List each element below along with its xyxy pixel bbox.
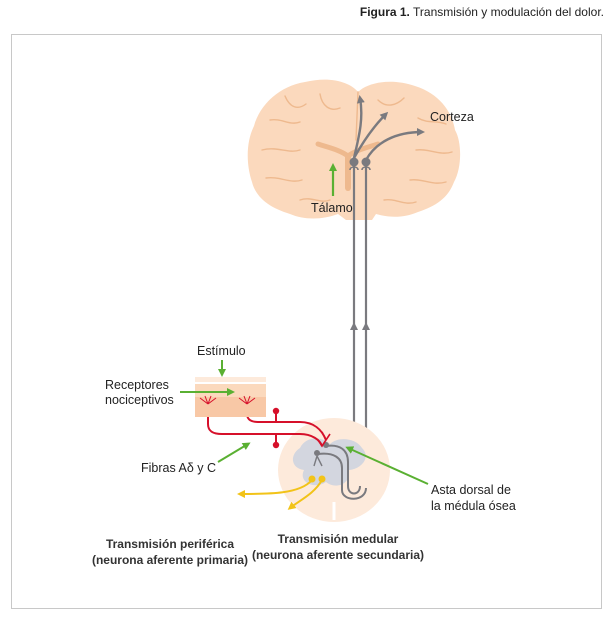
figure-title: Transmisión y modulación del dolor. — [409, 5, 604, 19]
yellow-arrow-left — [237, 479, 313, 498]
skin-receptors — [195, 377, 266, 417]
label-corteza: Corteza — [430, 110, 474, 124]
figure-frame — [11, 34, 602, 609]
cortex-projection-arrow — [352, 95, 365, 159]
label-transmision-periferica: Transmisión periférica — [106, 537, 234, 551]
secondary-neuron — [313, 442, 367, 500]
cortex-projection-arrow — [364, 128, 425, 161]
cortex-projection-arrow — [352, 111, 389, 159]
label-transmision-medular: Transmisión medular — [278, 532, 399, 546]
red-fiber-c — [246, 404, 327, 441]
neuron-terminal-left — [349, 157, 359, 167]
label-estimulo: Estímulo — [197, 344, 246, 358]
descending-modulation — [237, 475, 326, 510]
asta-dorsal-pointer-arrow — [345, 446, 429, 485]
figure-number: Figura 1. — [359, 5, 410, 19]
label-asta-dorsal-line1: Asta dorsal de — [431, 483, 511, 497]
primary-afferent-fibers — [207, 404, 331, 449]
figure-caption: Figura 1. Transmisión y modulación del d… — [360, 5, 604, 19]
brain-illustration — [247, 79, 461, 220]
ascending-arrow-icon — [362, 322, 370, 330]
skin-dermis — [195, 397, 266, 417]
brain-folds — [261, 91, 453, 204]
label-neurona-secundaria: (neurona aferente secundaria) — [252, 548, 424, 562]
nociceptor-endings — [199, 395, 256, 405]
label-neurona-primaria: (neurona aferente primaria) — [92, 553, 248, 567]
label-receptores-line1: Receptores — [105, 378, 169, 392]
ascending-arrow-icon — [350, 322, 358, 330]
label-receptores-line2: nociceptivos — [105, 393, 174, 407]
neuron-terminal-right — [361, 157, 371, 167]
label-talamo: Tálamo — [311, 201, 353, 215]
label-asta-dorsal-line2: la médula ósea — [431, 499, 516, 513]
yellow-arrow-down — [287, 479, 323, 510]
skin-epidermis — [195, 377, 266, 382]
label-fibras: Fibras Aδ y C — [141, 461, 216, 475]
fibras-pointer-arrow — [217, 442, 251, 463]
